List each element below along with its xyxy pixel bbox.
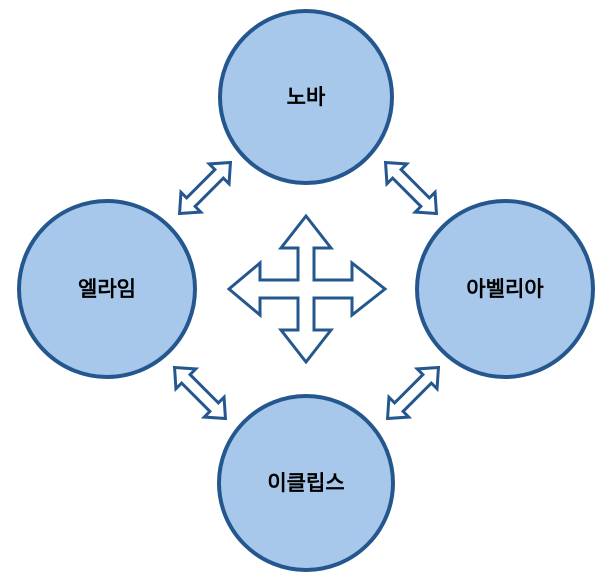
- double-headed-arrow-icon: [383, 160, 439, 216]
- node-left-label: 엘라임: [78, 277, 136, 301]
- node-top-label: 노바: [287, 85, 326, 109]
- node-top-circle: [218, 9, 394, 185]
- double-headed-arrow-icon: [172, 365, 228, 421]
- double-headed-arrow-icon: [385, 365, 441, 421]
- connector-top-right: [383, 160, 439, 216]
- node-right-circle: [415, 199, 595, 379]
- connector-bottom-left: [172, 365, 228, 421]
- double-headed-arrow-icon: [177, 160, 233, 216]
- node-left-circle: [17, 199, 197, 379]
- node-left: 엘라임: [17, 199, 197, 379]
- four-way-arrow-icon: [226, 213, 388, 365]
- connector-top-left: [177, 160, 233, 216]
- center-cross-arrow: [226, 213, 388, 365]
- node-top: 노바: [218, 9, 394, 185]
- node-bottom-circle: [217, 394, 395, 572]
- node-right-label: 아벨리아: [466, 277, 544, 301]
- connector-bottom-right: [385, 365, 441, 421]
- node-bottom: 이클립스: [217, 394, 395, 572]
- node-right: 아벨리아: [415, 199, 595, 379]
- node-bottom-label: 이클립스: [267, 471, 344, 495]
